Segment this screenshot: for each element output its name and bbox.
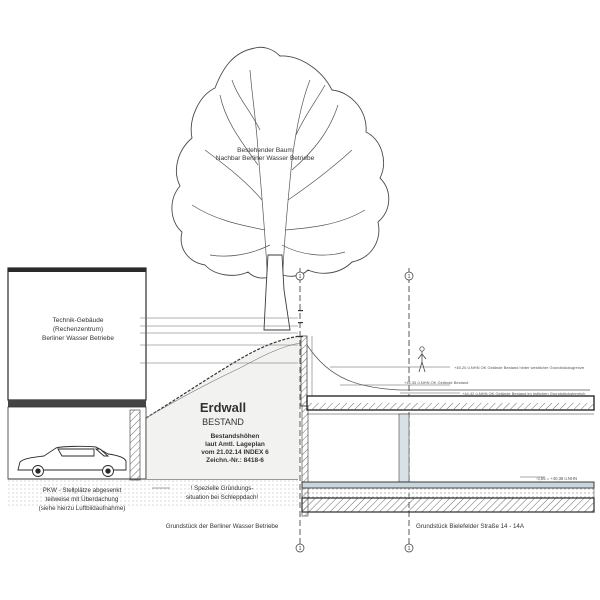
person-figure: [417, 346, 427, 373]
erdwall-surface: [145, 335, 301, 419]
technik-label-1: Technik-Gebäude: [53, 317, 104, 324]
axis-marker-bottom-left-label: 1: [299, 546, 302, 552]
bestand-info-3: vom 21.02.14 INDEX 6: [201, 449, 269, 456]
erdwall-body: [146, 336, 300, 479]
new-building-section: +45,20 ü.NHN OK Gelände Bestand hinter w…: [301, 344, 595, 530]
trunk-markers: [298, 310, 303, 338]
level-2-label: +44,35 ü.NHN OK Gelände Bestand: [404, 380, 468, 385]
tree-branches: [191, 69, 366, 291]
erdwall: Erdwall BESTAND Bestandshöhen laut Amtl.…: [145, 335, 301, 530]
technik-slab: [8, 400, 146, 407]
carport: PKW - Stellplätze abgesenkt teilweise mi…: [7, 406, 298, 512]
axis-marker-bottom-right: [404, 543, 414, 553]
axis-marker-top-left: [295, 271, 305, 281]
bestand-info-4: Zeichn.-Nr.: 8418-6: [206, 457, 264, 464]
column: [398, 413, 410, 483]
retaining-wall-body: [300, 335, 308, 407]
technik-building: Technik-Gebäude (Rechenzentrum) Berliner…: [7, 267, 147, 407]
car-illustration: [17, 445, 127, 477]
carport-wall: [129, 409, 141, 481]
foundation: [301, 487, 595, 499]
gruendung-label-2: situation bei Schleppdach!: [186, 494, 259, 501]
level-4-label: -3,65 = +40,38 ü.NHN: [536, 476, 577, 481]
axis-marker-top-left-label: 1: [299, 274, 302, 280]
technik-label-3: Berliner Wasser Betriebe: [42, 335, 114, 342]
bestand-info-2: laut Amtl. Lageplan: [205, 441, 265, 448]
gruendung-label-1: ! Spezielle Gründungs-: [191, 485, 254, 492]
pkw-label-1: PKW - Stellplätze abgesenkt: [43, 487, 122, 494]
level-3-label: +44,42 ü.NHN OK Gelände Bestand im östli…: [462, 391, 585, 396]
tree-trunk: [263, 254, 291, 331]
outer-wall-left: [301, 405, 309, 517]
axis-marker-bottom-right-label: 1: [408, 546, 411, 552]
technik-label-2: (Rechenzentrum): [53, 326, 103, 333]
pkw-label-3: (siehe hierzu Luftbildaufnahme): [39, 505, 126, 512]
tree-crown: [171, 46, 390, 279]
upper-slab-hatch: [307, 403, 594, 410]
base-slab: [301, 497, 595, 513]
technik-building-outline: [7, 267, 147, 401]
level-1-label: +45,20 ü.NHN OK Gelände Bestand hinter w…: [454, 365, 585, 370]
axis-marker-top-right-label: 1: [408, 274, 411, 280]
erdwall-inner-line: [145, 342, 301, 419]
grundstueck-bwb-label: Grundstück der Berliner Wasser Betriebe: [166, 523, 279, 530]
axis-marker-top-right: [404, 271, 414, 281]
bestand-info-1: Bestandshöhen: [211, 433, 260, 440]
tree-label-2: Nachbar Berliner Wasser Betriebe: [216, 155, 315, 162]
ground-fill: [8, 479, 298, 507]
terrain-right: [306, 344, 590, 391]
level-leaders-left: [140, 317, 298, 364]
axis-marker-bottom-left: [295, 543, 305, 553]
grundstueck-bielefelder-label: Grundstück Bielefelder Straße 14 - 14A: [416, 523, 525, 530]
tree-label-1: Bestehender Baum: [237, 147, 293, 154]
lower-slab: [301, 481, 595, 489]
pkw-label-2: teilweise mit Überdachung: [46, 496, 119, 503]
tree: Bestehender Baum Nachbar Berliner Wasser…: [171, 46, 390, 331]
technik-roof: [8, 268, 146, 272]
level-marks-right: [330, 366, 545, 478]
erdwall-subtitle: BESTAND: [202, 417, 244, 427]
erdwall-title: Erdwall: [200, 400, 246, 415]
